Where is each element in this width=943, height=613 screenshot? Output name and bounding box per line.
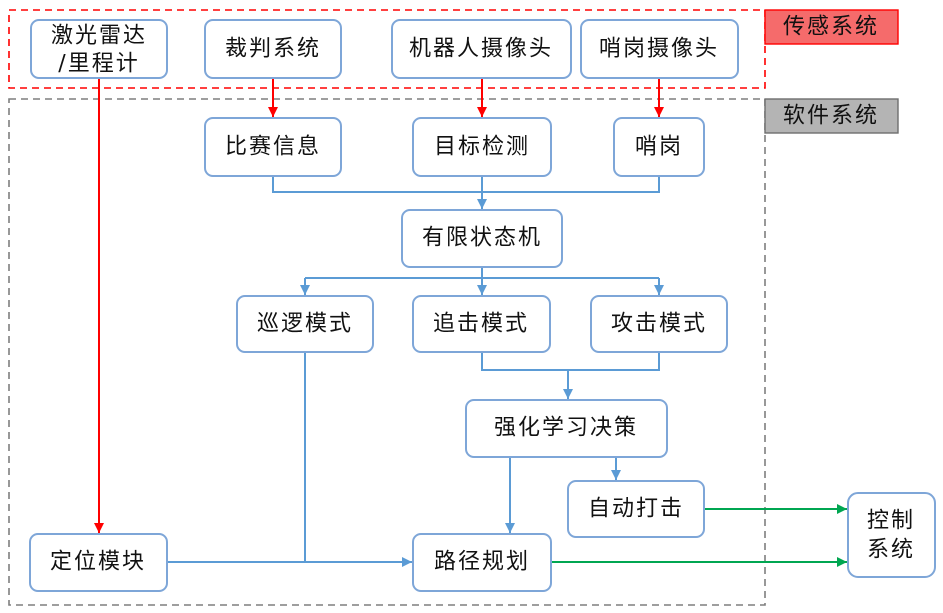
software-system-frame [8, 98, 766, 606]
node-localization: 定位模块 [29, 533, 168, 592]
node-rl-decision: 强化学习决策 [465, 399, 668, 458]
node-referee-label: 裁判系统 [225, 37, 321, 62]
node-attack-label: 攻击模式 [611, 312, 707, 337]
node-patrol-mode: 巡逻模式 [236, 295, 374, 353]
node-localization-label: 定位模块 [50, 550, 146, 575]
node-patrol-label: 巡逻模式 [257, 312, 353, 337]
node-sentry-label: 哨岗 [635, 135, 683, 160]
merge-line-chase-attack [481, 352, 660, 371]
sensing-system-label: 传感系统 [764, 9, 899, 45]
sensing-system-label-text: 传感系统 [783, 15, 879, 40]
merge-line-info-to-fsm [272, 176, 660, 193]
node-sentry-camera-label: 哨岗摄像头 [599, 37, 719, 62]
node-match-info-label: 比赛信息 [225, 135, 321, 160]
software-system-label-text: 软件系统 [783, 104, 879, 129]
node-lidar-line1: 激光雷达 [51, 24, 147, 49]
software-system-label: 软件系统 [764, 98, 899, 134]
node-auto-strike: 自动打击 [567, 480, 705, 538]
node-chase-mode: 追击模式 [412, 295, 551, 353]
node-auto-strike-label: 自动打击 [588, 497, 684, 522]
node-lidar-odometry: 激光雷达 /里程计 [30, 19, 168, 79]
sensing-system-frame [8, 9, 766, 89]
node-path-planning: 路径规划 [412, 533, 552, 592]
node-lidar-line2: /里程计 [58, 52, 139, 77]
node-target-detection-label: 目标检测 [434, 135, 530, 160]
node-fsm-label: 有限状态机 [422, 226, 542, 251]
node-sentry-camera: 哨岗摄像头 [580, 19, 739, 79]
node-robot-camera-label: 机器人摄像头 [409, 37, 553, 62]
node-finite-state-machine: 有限状态机 [401, 209, 563, 268]
node-target-detection: 目标检测 [412, 117, 552, 177]
node-match-info: 比赛信息 [204, 117, 342, 177]
node-rl-decision-label: 强化学习决策 [494, 416, 638, 441]
node-chase-label: 追击模式 [433, 312, 529, 337]
node-robot-camera: 机器人摄像头 [391, 19, 572, 79]
node-referee-system: 裁判系统 [204, 19, 342, 79]
node-control-line2: 系统 [867, 538, 915, 563]
node-path-planning-label: 路径规划 [434, 550, 530, 575]
node-attack-mode: 攻击模式 [590, 295, 728, 353]
node-sentry: 哨岗 [613, 117, 705, 177]
node-control-line1: 控制 [867, 509, 915, 534]
node-control-system: 控制 系统 [847, 492, 936, 578]
